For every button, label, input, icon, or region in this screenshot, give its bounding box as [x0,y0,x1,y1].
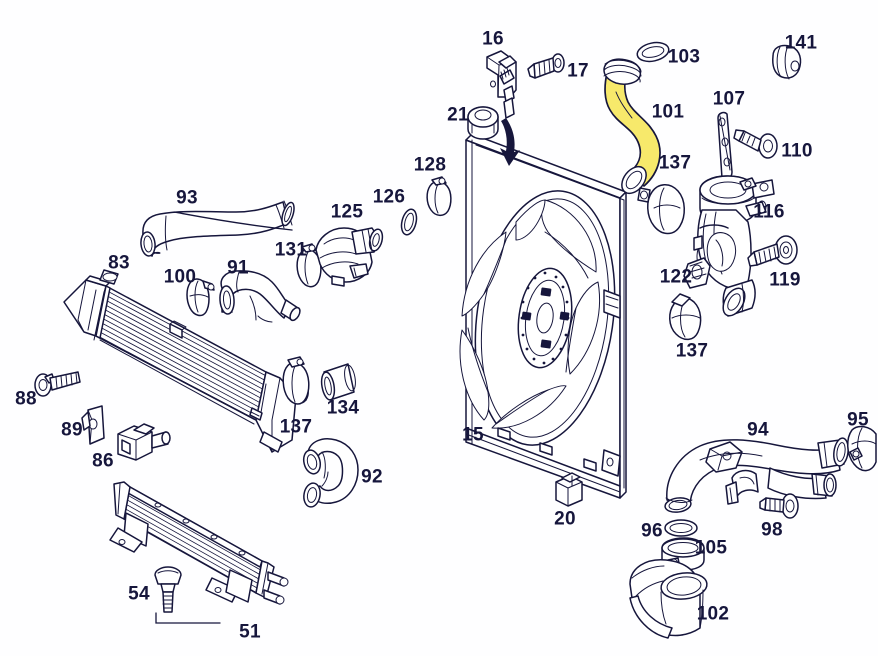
callout-86: 86 [92,450,114,472]
callout-116: 116 [753,201,785,223]
part-54-bolt [154,566,221,624]
callout-54: 54 [128,583,150,605]
callout-105: 105 [694,537,728,559]
part-89-bracket [81,405,105,445]
part-21-hex-nut [467,106,499,140]
callout-141: 141 [784,32,818,54]
callout-101: 101 [651,101,685,123]
callout-20: 20 [554,508,576,530]
callout-16: 16 [482,28,504,50]
part-137-clamp-upper [637,184,685,235]
part-51-oil-cooler [109,481,289,605]
callout-92: 92 [361,466,383,488]
callout-134: 134 [326,397,360,419]
part-141-mount [772,44,802,80]
callout-107: 107 [712,88,746,110]
callout-93: 93 [176,187,198,209]
part-16-bracket [486,50,520,166]
callout-119: 119 [769,269,801,291]
callout-91: 91 [227,257,249,279]
part-15-fan-shroud [459,133,627,499]
callout-102: 102 [696,603,730,625]
part-103-o-ring [636,41,670,63]
part-88-bolt [34,371,81,397]
callout-126: 126 [372,186,406,208]
part-93-hose [140,200,295,257]
part-137c-clamp [282,356,310,405]
callout-137-b: 137 [675,340,709,362]
callout-51: 51 [239,621,261,643]
part-102-elbow-hose [629,559,708,639]
part-110-bolt [733,129,778,159]
callout-125: 125 [330,201,364,223]
callout-131: 131 [274,239,308,261]
callout-98: 98 [761,519,783,541]
part-131-clamp [296,243,322,288]
part-122-gasket [683,257,711,289]
callout-122: 122 [659,266,693,288]
part-92-elbow-hose [302,438,359,508]
callout-94: 94 [747,419,769,441]
callout-95: 95 [847,409,869,431]
part-94-charge-air-pipe [664,437,849,513]
part-91-hose [219,270,301,323]
part-125-thermostat-housing [315,227,384,287]
part-17-screw [527,53,565,79]
part-119-bolt [747,235,798,267]
part-86-sensor [117,423,171,461]
part-126-o-ring [400,208,418,236]
part-134-sleeve [320,363,356,401]
callout-128: 128 [413,154,447,176]
callout-103: 103 [667,46,701,68]
part-95-clamp [847,425,877,472]
callout-89: 89 [61,419,83,441]
part-101-charge-air-hose-highlighted [603,58,661,195]
callout-88: 88 [15,388,37,410]
callout-137: 137 [658,152,692,174]
callout-83: 83 [108,252,130,274]
callout-137-c: 137 [279,416,313,438]
part-128-clamp [426,176,452,217]
part-20-clip [555,472,583,507]
callout-96: 96 [641,520,663,542]
part-98-bolt [759,493,799,519]
part-100-clamp [186,278,215,317]
callout-110: 110 [781,140,813,162]
part-116-valve-assembly [693,175,775,317]
callout-21: 21 [447,104,469,126]
callout-100: 100 [163,266,197,288]
callout-15: 15 [462,424,484,446]
callout-17: 17 [567,60,589,82]
part-96-o-ring [664,519,698,537]
part-137b-clamp [669,293,702,341]
